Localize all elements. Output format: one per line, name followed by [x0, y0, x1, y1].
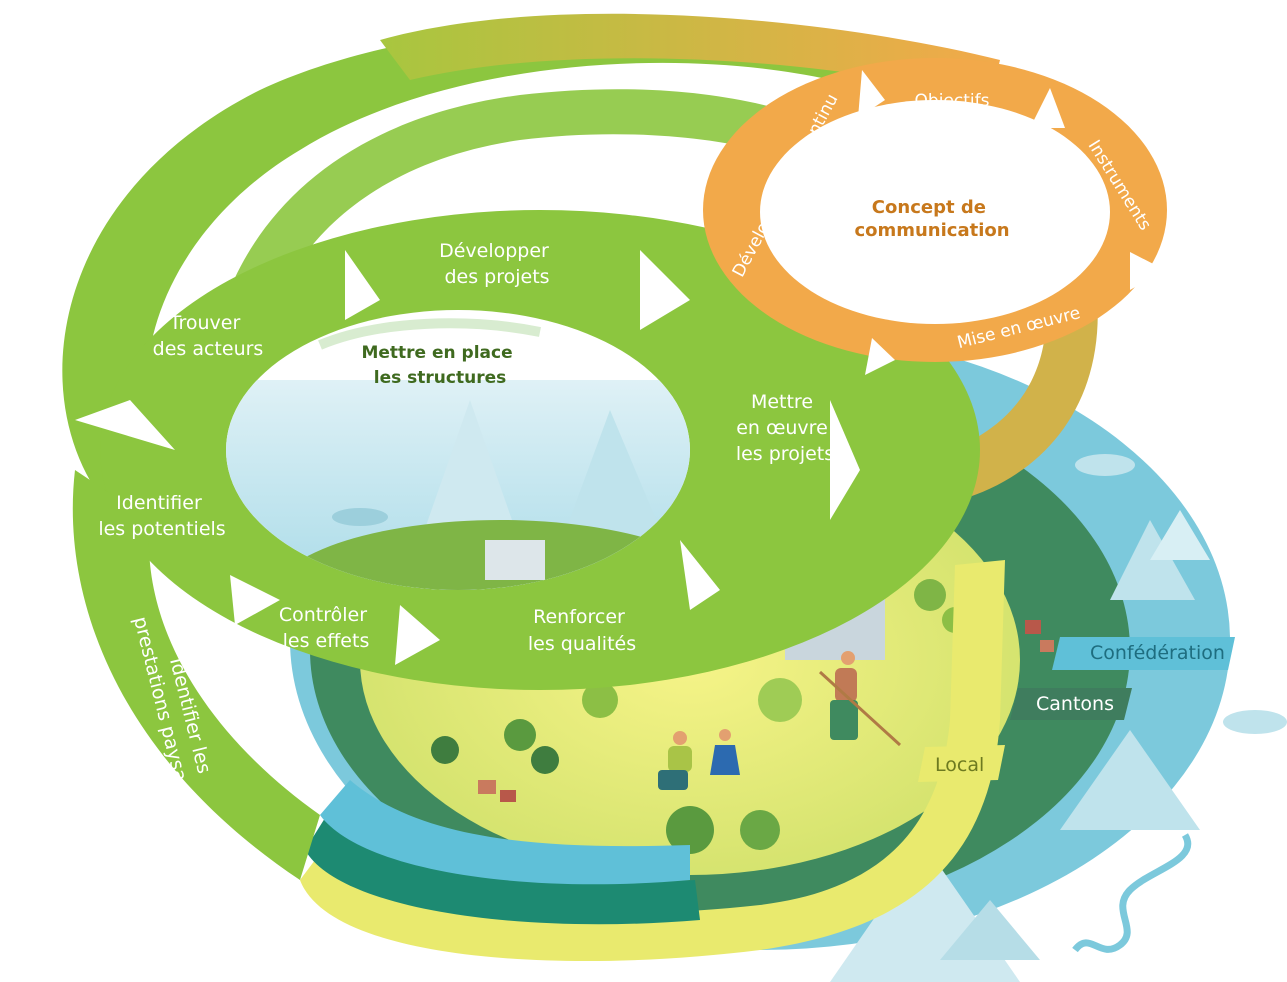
mountain-icon [940, 900, 1040, 960]
orange-lower-arm [860, 250, 1098, 520]
ring-objectifs-label: Objectifs [915, 91, 990, 111]
cloud-icon [1223, 710, 1287, 734]
mountain-icon [1150, 510, 1210, 560]
svg-text:Confédération: Confédération [1090, 642, 1225, 664]
center-structures-label: Mettre en place les structures [361, 343, 518, 388]
level-confederation: Confédération [1052, 637, 1235, 670]
level-cantons: Cantons [1010, 688, 1132, 720]
svg-text:Cantons: Cantons [1036, 693, 1114, 715]
river-icon [1072, 833, 1192, 953]
step-identifier-label: Identifier les potentiels [98, 492, 225, 540]
step-renforcer-label: Renforcer les qualités [528, 606, 636, 655]
level-arc-yellow [300, 560, 1005, 962]
cloud-icon [1075, 454, 1135, 476]
inner-green-loop [210, 89, 840, 361]
communication-center-label: Concept de communication [854, 197, 1009, 241]
step-trouver-label: Trouver des acteurs [153, 312, 264, 360]
orange-connector-arm [380, 13, 1000, 100]
step-mettre-label: Mettre en œuvre les projets [736, 391, 834, 465]
level-local: Local [918, 745, 1005, 782]
main-cycle-ring [75, 210, 980, 690]
level-arc-teal [305, 810, 700, 925]
outer-green-loop [62, 21, 900, 520]
step-controler-label: Contrôler les effets [279, 604, 373, 652]
svg-text:Local: Local [935, 754, 984, 776]
communication-ring [703, 58, 1167, 375]
left-green-arm [72, 470, 320, 880]
mountain-icon [1060, 730, 1200, 830]
people-illustration [658, 651, 902, 790]
level-arc-cyan [320, 780, 690, 885]
step-developper-label: Développer des projets [439, 240, 555, 288]
